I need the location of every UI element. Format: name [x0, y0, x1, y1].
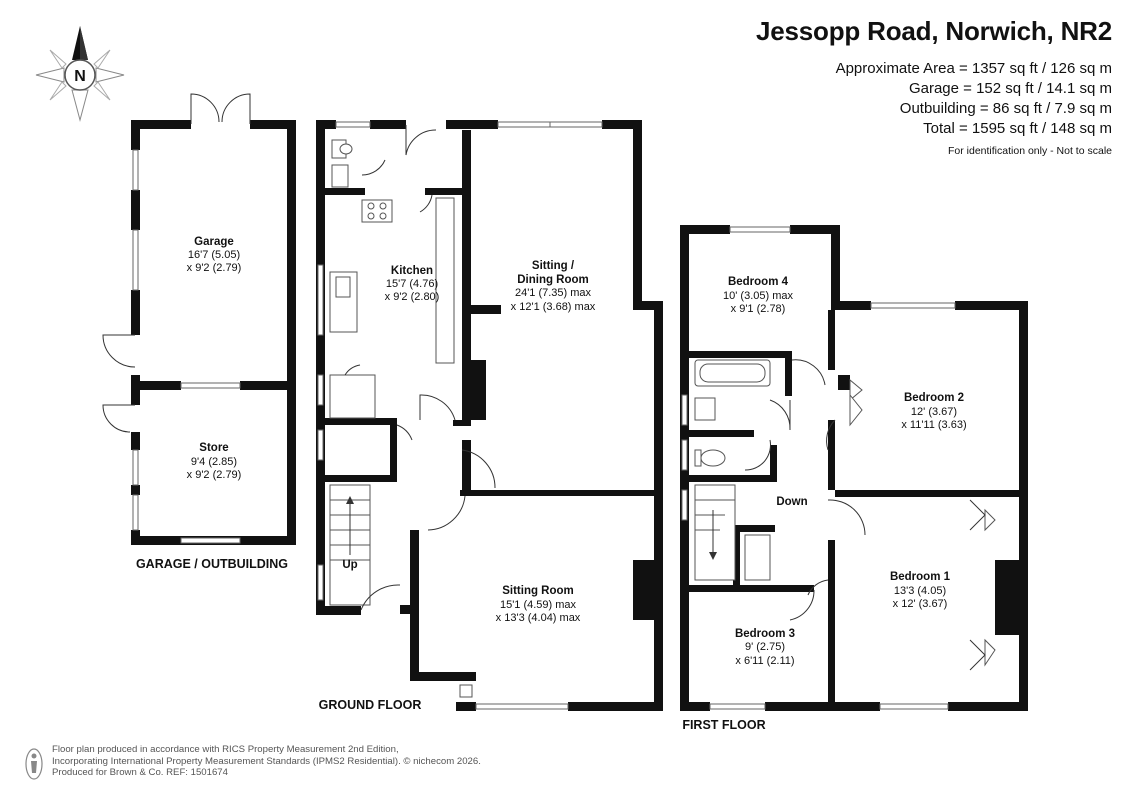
floor-labels: GARAGE / OUTBUILDING GROUND FLOOR FIRST … [136, 557, 766, 732]
ground-floor-plan [316, 120, 663, 711]
sitting-dining-dim2: x 12'1 (3.68) max [511, 301, 596, 313]
area-total: Total = 1595 sq ft / 148 sq m [923, 120, 1112, 137]
outbuilding-plan [102, 93, 296, 545]
sitting-dining-label-1: Sitting / [532, 260, 575, 272]
store-dim1: 9'4 (2.85) [191, 456, 237, 468]
property-header: Jessopp Road, Norwich, NR2 Approximate A… [756, 16, 1112, 157]
footer-credits: Floor plan produced in accordance with R… [52, 744, 481, 779]
footer-line-2: Incorporating International Property Mea… [52, 755, 481, 767]
compass-north-label: N [74, 68, 86, 85]
sitting-dining-dim1: 24'1 (7.35) max [515, 287, 592, 299]
bedroom1-label: Bedroom 1 [890, 571, 951, 583]
first-floor-label: FIRST FLOOR [682, 718, 765, 732]
garage-dim1: 16'7 (5.05) [188, 249, 240, 261]
bedroom3-dim2: x 6'11 (2.11) [735, 655, 794, 667]
store-label: Store [199, 442, 228, 454]
bedroom2-label: Bedroom 2 [904, 392, 964, 404]
stairs-up-label: Up [342, 559, 357, 571]
first-floor-plan [680, 225, 1028, 711]
room-labels: Garage 16'7 (5.05) x 9'2 (2.79) Store 9'… [187, 236, 967, 667]
outbuilding-floor-label: GARAGE / OUTBUILDING [136, 557, 288, 571]
bedroom3-dim1: 9' (2.75) [745, 641, 785, 653]
kitchen-label: Kitchen [391, 265, 433, 277]
garage-dim2: x 9'2 (2.79) [187, 262, 242, 274]
ground-floor-label: GROUND FLOOR [319, 698, 422, 712]
bedroom4-dim2: x 9'1 (2.78) [731, 303, 786, 315]
bedroom1-dim2: x 12' (3.67) [893, 598, 948, 610]
store-dim2: x 9'2 (2.79) [187, 469, 242, 481]
area-outbuilding: Outbuilding = 86 sq ft / 7.9 sq m [899, 100, 1112, 117]
area-approximate: Approximate Area = 1357 sq ft / 126 sq m [835, 60, 1112, 77]
bedroom4-label: Bedroom 4 [728, 276, 789, 288]
kitchen-dim1: 15'7 (4.76) [386, 278, 438, 290]
footer-line-3: Produced for Brown & Co. REF: 1501674 [52, 767, 228, 778]
sitting-dining-label-2: Dining Room [517, 274, 589, 286]
identification-note: For identification only - Not to scale [948, 145, 1112, 157]
bedroom2-dim2: x 11'11 (3.63) [901, 419, 966, 431]
garage-label: Garage [194, 236, 234, 248]
rics-logo-icon [25, 748, 43, 780]
property-title: Jessopp Road, Norwich, NR2 [756, 16, 1112, 46]
stairs-down-label: Down [776, 496, 807, 508]
sitting-room-dim2: x 13'3 (4.04) max [496, 612, 581, 624]
kitchen-dim2: x 9'2 (2.80) [385, 291, 440, 303]
bedroom1-dim1: 13'3 (4.05) [894, 585, 946, 597]
footer-line-1: Floor plan produced in accordance with R… [52, 744, 399, 755]
sitting-room-dim1: 15'1 (4.59) max [500, 599, 577, 611]
area-garage: Garage = 152 sq ft / 14.1 sq m [908, 80, 1112, 97]
bedroom2-dim1: 12' (3.67) [911, 406, 957, 418]
compass-rose: N [35, 26, 125, 122]
sitting-room-label: Sitting Room [502, 585, 574, 597]
bedroom3-label: Bedroom 3 [735, 628, 795, 640]
bedroom4-dim1: 10' (3.05) max [723, 290, 793, 302]
